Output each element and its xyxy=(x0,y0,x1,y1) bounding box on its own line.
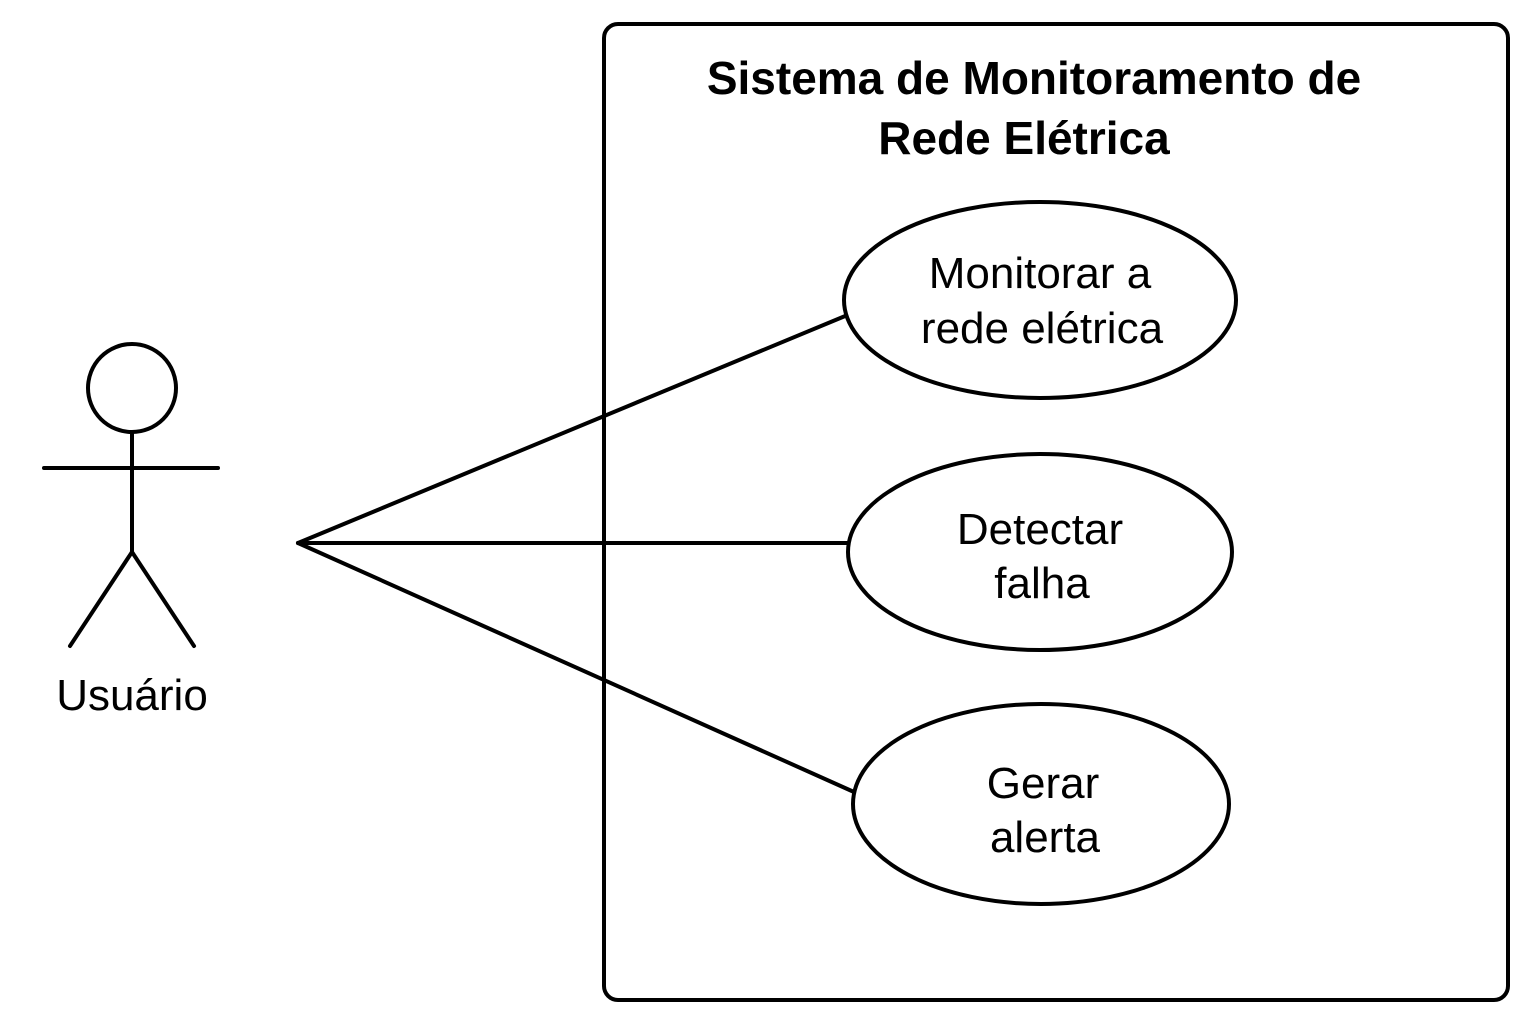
actor-user[interactable]: Usuário xyxy=(42,342,220,720)
actor-head xyxy=(86,342,178,434)
system-title-line-1: Sistema de Monitoramento de xyxy=(707,52,1361,104)
use-case-ellipse xyxy=(846,452,1234,652)
association-line-monitor xyxy=(296,312,852,545)
use-case-ellipse xyxy=(851,702,1231,906)
system-title-line-2: Rede Elétrica xyxy=(878,112,1170,164)
use-case-label-line-2: alerta xyxy=(990,813,1101,862)
use-case-label-line-2: falha xyxy=(994,559,1090,608)
use-case-ellipse xyxy=(842,200,1238,400)
use-case-label-line-1: Monitorar a xyxy=(929,249,1152,298)
associations xyxy=(296,312,856,794)
actor-left-leg xyxy=(68,550,134,648)
use-case-alert[interactable]: Gerar alerta xyxy=(851,702,1231,906)
use-case-detect[interactable]: Detectar falha xyxy=(846,452,1234,652)
association-line-alert xyxy=(296,541,856,794)
use-case-label-line-1: Detectar xyxy=(957,505,1123,554)
actor-right-leg xyxy=(130,550,196,648)
use-case-monitor[interactable]: Monitorar a rede elétrica xyxy=(842,200,1238,400)
use-case-label-line-1: Gerar xyxy=(987,759,1099,808)
actor-label: Usuário xyxy=(56,671,208,720)
use-case-label-line-2: rede elétrica xyxy=(921,304,1164,353)
